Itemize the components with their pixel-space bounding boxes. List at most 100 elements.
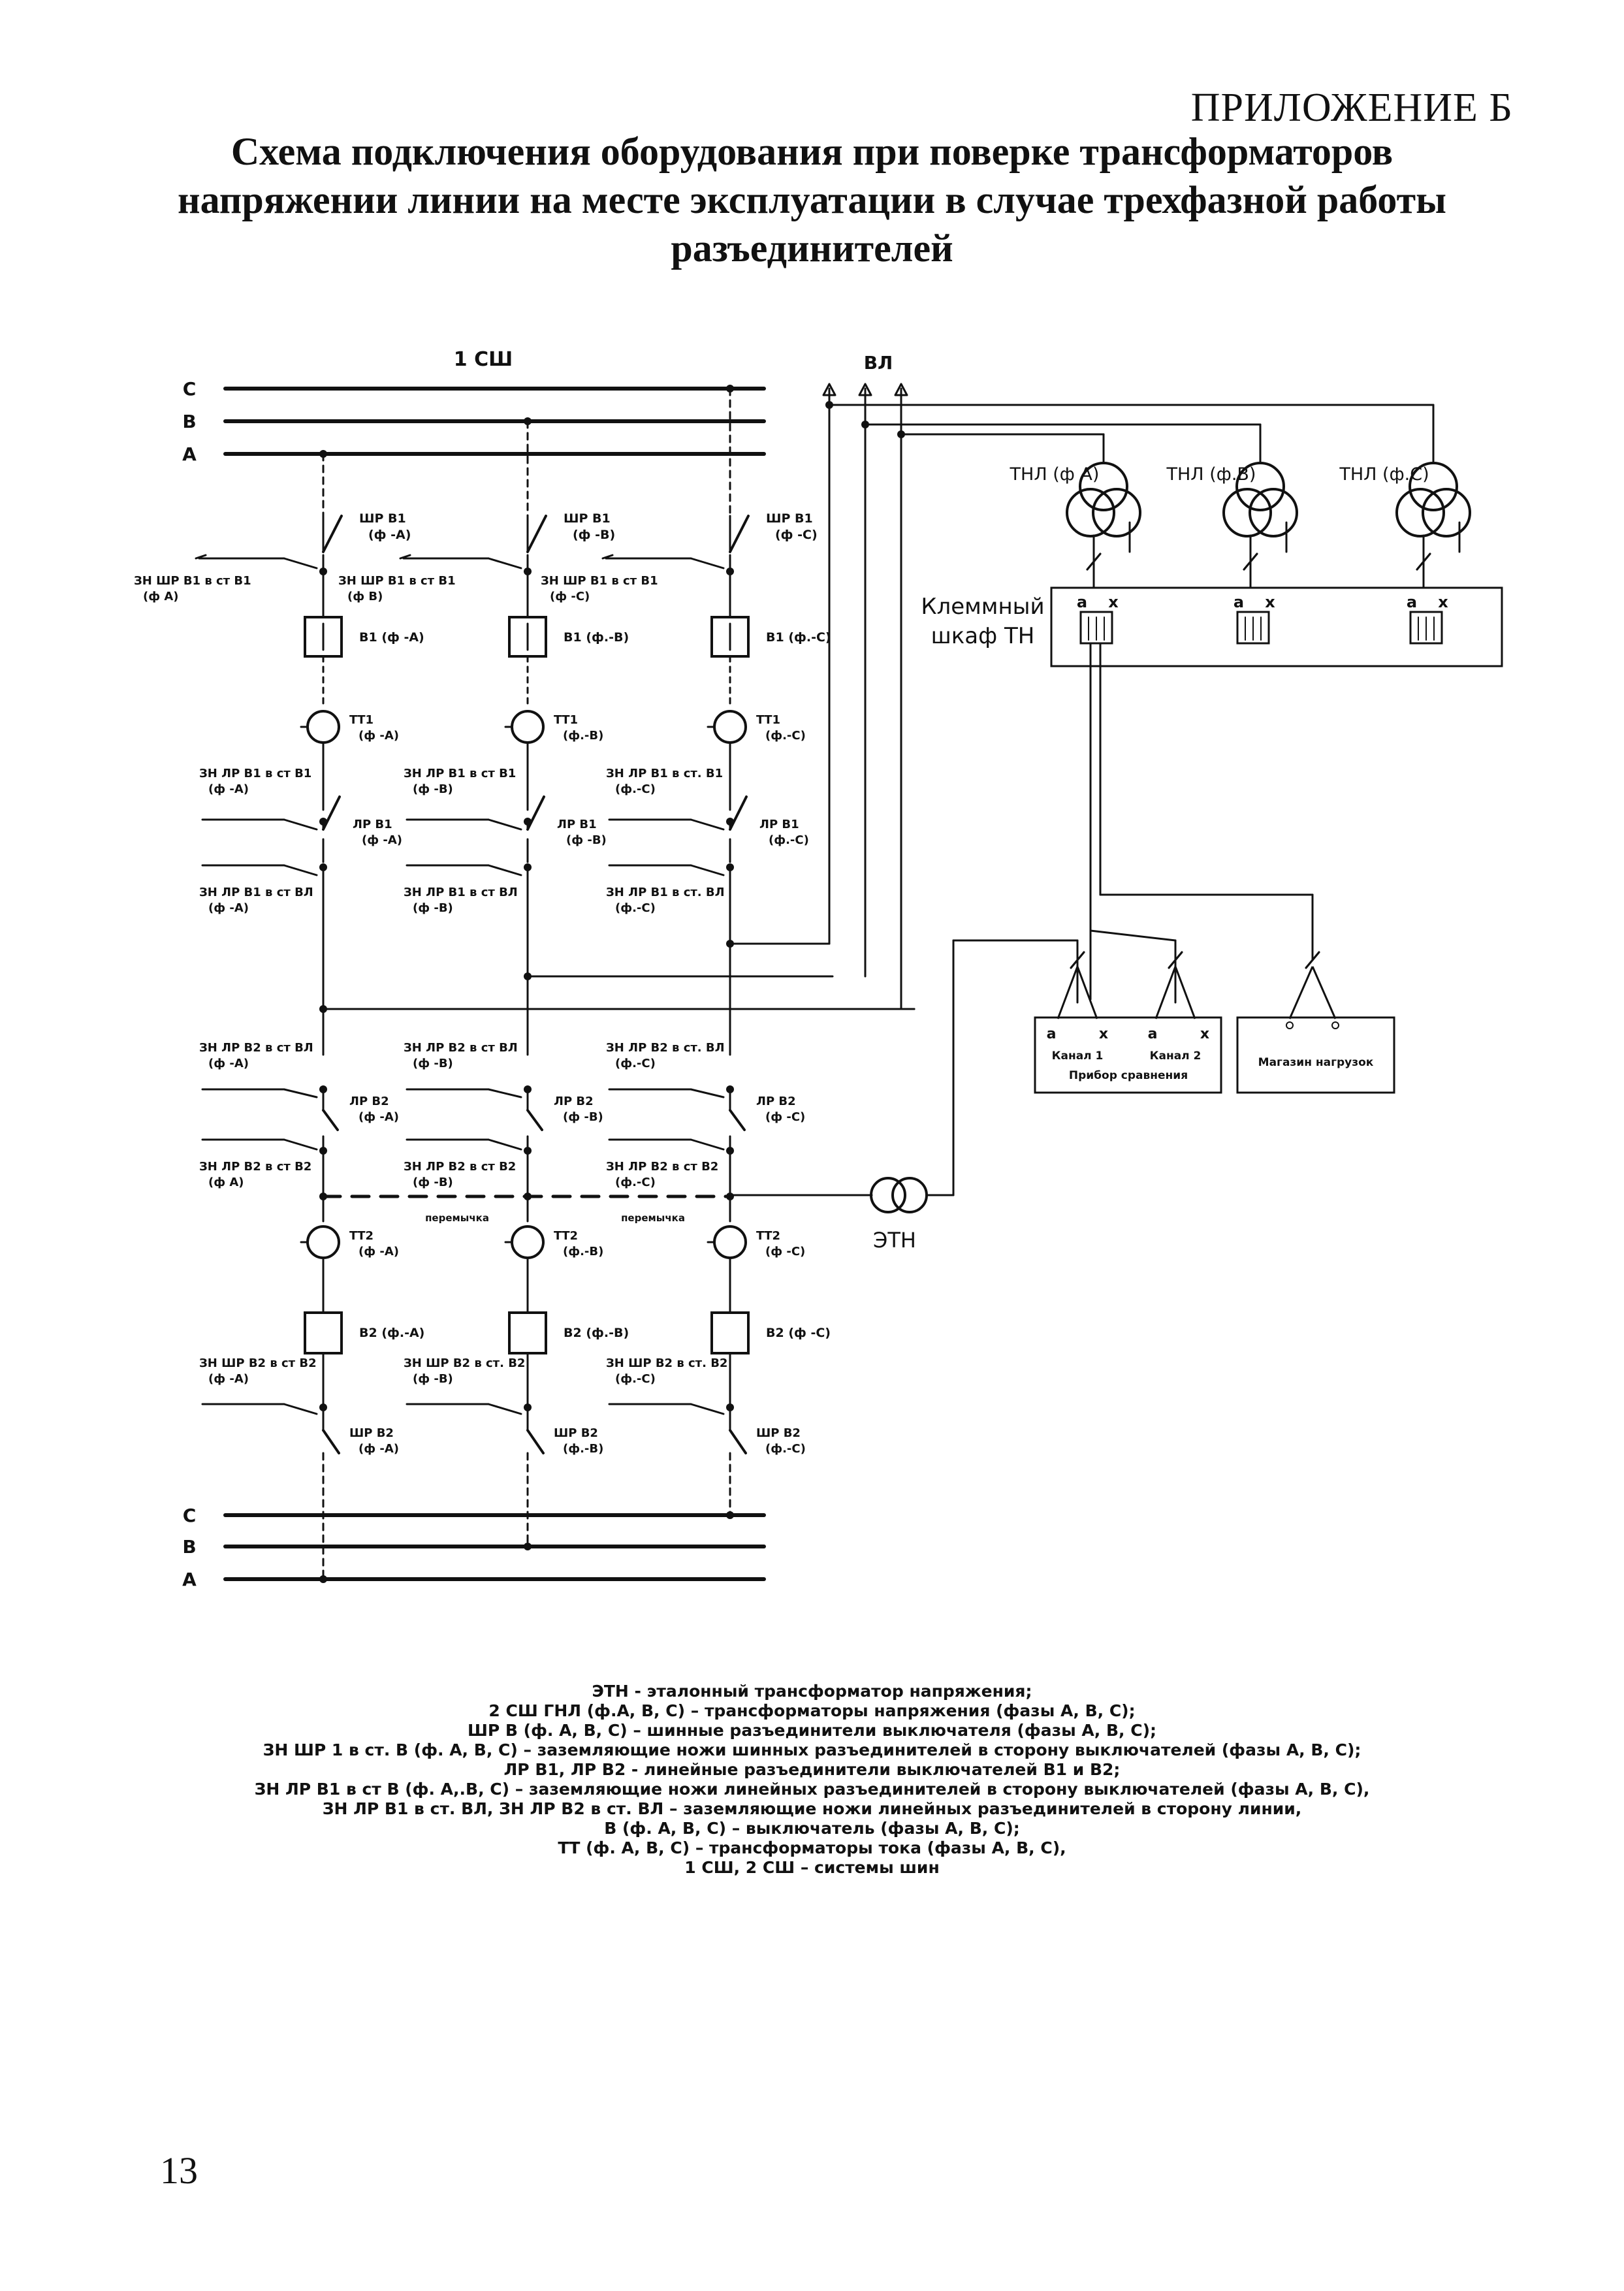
- shr2-label: (ф -А): [358, 1442, 399, 1456]
- legend: ЭТН - эталонный трансформатор напряжения…: [0, 1682, 1624, 1878]
- tnl-label: ТНЛ (ф.В): [1166, 464, 1256, 485]
- junction-dot: [524, 568, 532, 575]
- tnl-transformer: [1079, 462, 1128, 511]
- zn-shr2-label: ЗН ШР В2 в ст. В2: [404, 1356, 525, 1370]
- terminal-a-label: а: [1148, 1026, 1158, 1042]
- title-line: Схема подключения оборудования при повер…: [231, 130, 1393, 173]
- disconnector-blade-shr2: [322, 1429, 340, 1454]
- load-box: [1236, 1016, 1395, 1094]
- appendix-label: ПРИЛОЖЕНИЕ Б: [1190, 86, 1513, 130]
- current-transformer-tt2: [511, 1225, 545, 1259]
- zn-lr2-v2-label: (ф.-С): [615, 1176, 656, 1189]
- legend-line: В (ф. А, В, С) – выключатель (фазы А, В,…: [604, 1819, 1020, 1838]
- zn-lr2-vl-label: ЗН ЛР В2 в ст ВЛ: [404, 1041, 518, 1055]
- disconnector-blade-lr1: [322, 795, 341, 831]
- junction-dot: [319, 1403, 327, 1411]
- ground-knife-blade: [690, 1403, 725, 1415]
- breaker-v2: [710, 1311, 750, 1354]
- lr2-label: (ф -С): [765, 1110, 805, 1124]
- etn-label: ЭТН: [873, 1228, 916, 1253]
- zn-lr2-v2-label: ЗН ЛР В2 в ст В2: [606, 1160, 718, 1174]
- terminal-a-label: а: [1407, 593, 1417, 611]
- junction-dot: [319, 568, 327, 575]
- legend-line: 1 СШ, 2 СШ – системы шин: [684, 1858, 940, 1877]
- measure-wire: [1089, 929, 1177, 942]
- terminal-a-label: а: [1234, 593, 1244, 611]
- zn-lr2-v2-label: (ф А): [208, 1176, 244, 1189]
- lr2-label: ЛР В2: [756, 1095, 796, 1108]
- lr2-label: ЛР В2: [349, 1095, 389, 1108]
- shr1-label: (ф -А): [368, 528, 411, 542]
- lr1-label: ЛР В1: [759, 818, 799, 831]
- disconnector-blade-shr2: [729, 1429, 747, 1454]
- zn-lr1-v1-label: ЗН ЛР В1 в ст. В1: [606, 767, 723, 780]
- disconnector-blade-shr1: [526, 515, 547, 553]
- zn-shr1-label: ЗН ШР В1 в ст В1: [134, 574, 251, 588]
- zn-lr1-v1-label: (ф.-С): [615, 782, 656, 796]
- ground-knife-blade: [283, 1403, 318, 1415]
- zn-lr2-v2-label: ЗН ЛР В2 в ст В2: [404, 1160, 516, 1174]
- zn-lr1-vl-label: (ф.-С): [615, 901, 656, 915]
- ground-knife-blade: [690, 864, 725, 876]
- zn-lr1-v1-label: ЗН ЛР В1 в ст В1: [199, 767, 311, 780]
- slash-mark: [1416, 553, 1431, 571]
- zn-lr2-v2-label: ЗН ЛР В2 в ст В2: [199, 1160, 311, 1174]
- terminal-x-label: х: [1108, 593, 1119, 611]
- cabinet-label: шкаф ТН: [931, 623, 1035, 649]
- load-box-label: Магазин нагрузок: [1258, 1056, 1374, 1069]
- zn-lr1-v1-label: (ф -А): [208, 782, 249, 796]
- tnl-transformer: [1249, 488, 1298, 537]
- junction-dot: [524, 1403, 532, 1411]
- zn-lr2-vl-label: (ф -А): [208, 1057, 249, 1070]
- ground-knife-blade: [487, 1088, 522, 1098]
- tt1-label: (ф -А): [358, 729, 399, 743]
- ground-knife-blade: [283, 1138, 318, 1151]
- terminal-a-label: а: [1077, 593, 1087, 611]
- zn-lr1-vl-label: ЗН ЛР В1 в ст ВЛ: [199, 886, 313, 899]
- breaker-v1-label: В1 (ф -А): [359, 630, 424, 645]
- cabinet-label: Клеммный: [921, 594, 1044, 620]
- shr2-label: (ф.-С): [765, 1442, 806, 1456]
- top-bus-label: 1 СШ: [454, 348, 513, 371]
- junction-dot: [861, 421, 869, 428]
- page-title: Схема подключения оборудования при повер…: [0, 127, 1624, 272]
- vl-arrow: [894, 383, 908, 396]
- zn-shr1-label: ЗН ШР В1 в ст В1: [338, 574, 456, 588]
- comparator-box: [1034, 1016, 1222, 1094]
- disconnector-blade-lr1: [729, 795, 748, 831]
- junction-dot: [726, 1403, 734, 1411]
- tnl-label: ТНЛ (ф.С): [1339, 464, 1429, 485]
- lr2-label: (ф -В): [563, 1110, 603, 1124]
- page-number: 13: [160, 2149, 198, 2192]
- ground-knife-blade: [690, 1088, 725, 1098]
- junction-dot: [524, 972, 532, 980]
- zn-lr2-v2-label: (ф -В): [413, 1176, 453, 1189]
- comparator-label: Прибор сравнения: [1069, 1069, 1188, 1082]
- zn-shr2-label: (ф -А): [208, 1372, 249, 1386]
- disconnector-blade-shr1: [729, 515, 750, 553]
- zn-lr1-vl-label: (ф -А): [208, 901, 249, 915]
- tnl-label: ТНЛ (ф А): [1010, 464, 1100, 485]
- lr1-label: (ф.-С): [769, 833, 809, 847]
- shr2-label: (ф.-В): [563, 1442, 603, 1456]
- phase-letter: В: [182, 1536, 196, 1558]
- shr1-label: (ф -В): [573, 528, 615, 542]
- vl-arrow: [822, 383, 836, 396]
- vl-label: ВЛ: [864, 352, 893, 374]
- shr1-label: ШР В1: [766, 511, 813, 526]
- etn-transformer: [870, 1177, 906, 1213]
- zn-shr1-label: (ф А): [143, 590, 179, 603]
- ground-knife-blade: [283, 1088, 318, 1098]
- slash-mark: [1243, 553, 1258, 571]
- breaker-v2-label: В2 (ф -С): [766, 1326, 831, 1340]
- arrow-mark: [601, 554, 614, 560]
- terminal-block: [1409, 611, 1443, 645]
- zn-lr1-vl-label: ЗН ЛР В1 в ст ВЛ: [404, 886, 518, 899]
- slash-mark: [1305, 951, 1320, 969]
- current-transformer-tt1: [511, 710, 545, 744]
- phase-letter: С: [183, 1505, 197, 1526]
- lr1-label: ЛР В1: [353, 818, 392, 831]
- channel2-label: Канал 2: [1150, 1049, 1202, 1063]
- tt1-label: (ф.-В): [563, 729, 603, 743]
